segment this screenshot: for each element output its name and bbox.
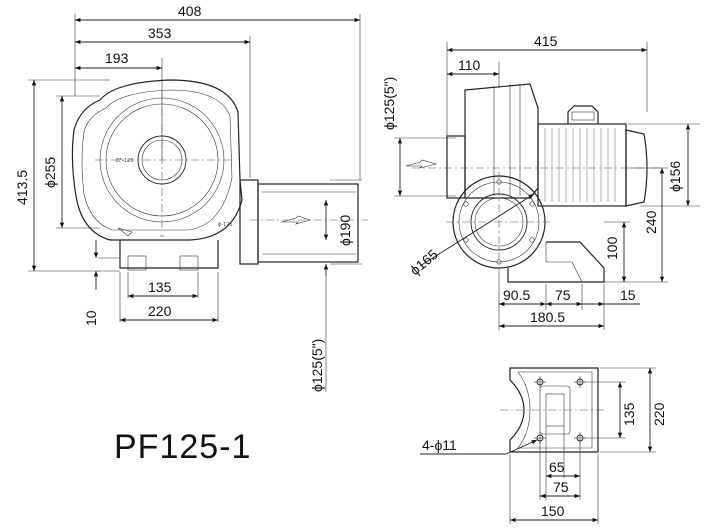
dim-90-5: 90.5 (503, 287, 530, 303)
dim-240: 240 (643, 210, 659, 234)
motor-body (537, 123, 627, 207)
dim-phi190: ϕ190 (337, 215, 353, 246)
dim-110: 110 (458, 57, 481, 73)
dim-193: 193 (105, 50, 129, 66)
side-base (507, 241, 605, 283)
fan-housing (71, 79, 243, 241)
dim-415: 415 (534, 33, 558, 49)
dim-75-side: 75 (555, 287, 571, 303)
dim-220-front: 220 (148, 303, 172, 319)
dim-65: 65 (549, 459, 565, 475)
dim-phi125-outlet: ϕ125(5") (309, 339, 325, 392)
terminal-box (567, 105, 599, 124)
model-title: PF125-1 (114, 428, 251, 466)
outlet-pipe (257, 183, 359, 263)
dim-10: 10 (83, 310, 99, 326)
housing-mark: EF-125 (116, 158, 133, 164)
outlet-flow-arrow-icon (281, 215, 312, 225)
dim-75-base: 75 (553, 479, 569, 495)
flow-arrow-icon (117, 227, 133, 237)
dim-180-5: 180.5 (530, 309, 565, 325)
outlet-flange (239, 179, 259, 265)
dim-150: 150 (541, 503, 565, 519)
front-view: 408 353 193 413.5 ϕ255 EF-125 ϕ-125 (14, 3, 368, 392)
dim-phi165: ϕ165 (407, 246, 441, 278)
side-view: 415 110 ϕ125(5") (381, 33, 700, 330)
front-base (119, 240, 219, 269)
base-plate (509, 367, 599, 453)
motor-end-cap (625, 129, 648, 207)
base-plan-view: 4-ϕ11 135 220 65 75 150 (420, 367, 667, 524)
inlet-pipe (446, 135, 466, 199)
inlet-flow-arrow-icon (405, 159, 438, 169)
dim-220-base: 220 (651, 402, 667, 426)
dim-holes: 4-ϕ11 (422, 437, 457, 453)
dim-15: 15 (620, 287, 636, 303)
dim-phi125-inlet: ϕ125(5") (381, 77, 397, 130)
outlet-mark: ϕ-125 (218, 222, 233, 228)
dim-353: 353 (148, 25, 172, 41)
dim-413-5: 413.5 (14, 170, 30, 205)
dim-phi255: ϕ255 (42, 157, 58, 188)
dim-135-front: 135 (148, 279, 172, 295)
dim-phi156: ϕ156 (667, 161, 683, 192)
dim-135-base: 135 (621, 402, 637, 426)
dim-408: 408 (178, 3, 202, 19)
side-housing (464, 83, 539, 199)
dim-100: 100 (604, 236, 620, 260)
